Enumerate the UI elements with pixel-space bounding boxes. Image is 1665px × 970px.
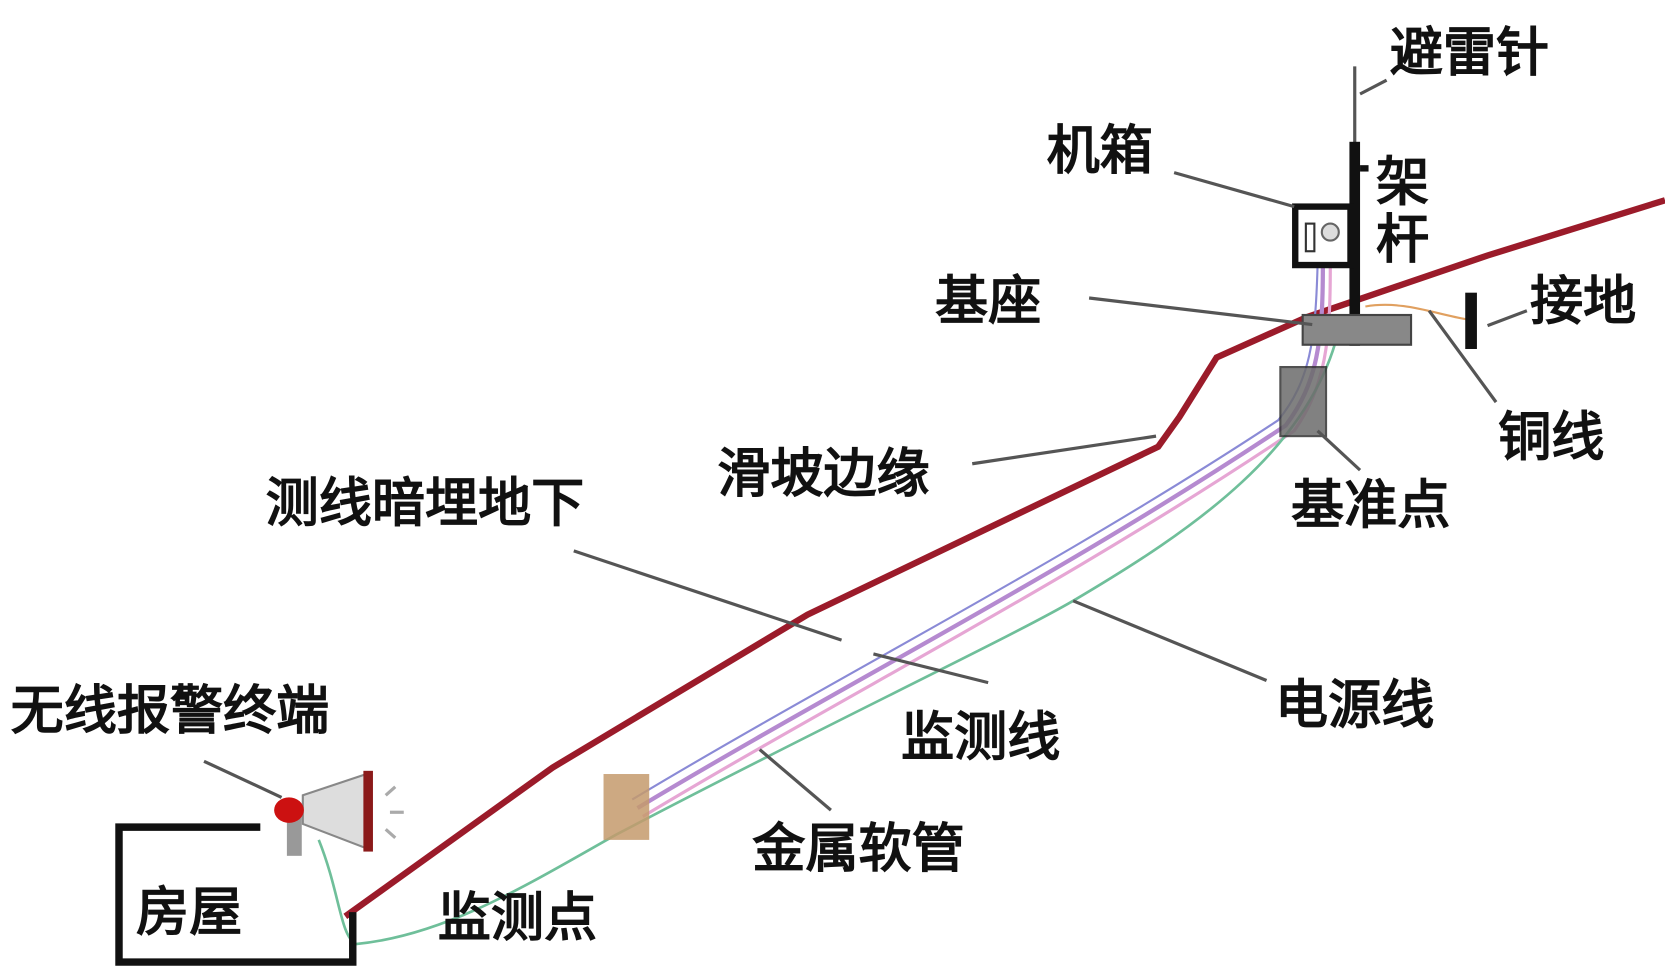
copper-wire	[1365, 303, 1467, 321]
leader-grounding	[1486, 309, 1528, 328]
label-grounding: 接地	[1530, 270, 1636, 332]
label-pole-1: 架	[1376, 151, 1429, 213]
house-outline	[115, 823, 357, 966]
leader-metal-hose	[758, 748, 832, 812]
label-power-line: 电源线	[1275, 674, 1434, 736]
leader-base	[1088, 296, 1313, 327]
label-monitoring-line: 监测线	[901, 706, 1060, 768]
label-base: 基座	[935, 270, 1041, 332]
grounding-rod	[1465, 292, 1477, 349]
leader-copper-wire	[1427, 309, 1498, 404]
label-cabinet: 机箱	[1047, 119, 1153, 181]
cabinet-sensor-icon	[1320, 222, 1340, 242]
label-metal-hose: 金属软管	[751, 817, 964, 879]
leader-landslide-edge	[971, 434, 1157, 466]
leader-cabinet	[1173, 171, 1295, 209]
monitoring-point-box	[603, 774, 650, 840]
pole	[1349, 141, 1361, 346]
label-buried-line: 测线暗埋地下	[266, 472, 585, 534]
leader-wireless-alarm	[203, 759, 283, 799]
monitoring-line-bundle-3	[631, 266, 1319, 801]
leader-power-line	[1072, 599, 1268, 682]
leader-buried-line	[573, 549, 843, 642]
label-wireless-alarm: 无线报警终端	[11, 679, 330, 741]
leader-reference-point	[1316, 429, 1362, 472]
label-monitoring-point: 监测点	[438, 887, 597, 949]
monitoring-line-bundle	[636, 266, 1325, 810]
reference-point-block	[1279, 365, 1328, 438]
megaphone-icon	[274, 770, 404, 856]
label-pole-2: 杆	[1376, 209, 1429, 271]
label-house: 房屋	[136, 881, 242, 943]
landslide-edge-line	[343, 197, 1665, 919]
monitoring-line-bundle-2	[642, 266, 1332, 818]
label-reference-point: 基准点	[1291, 474, 1450, 536]
pole-bracket	[1360, 165, 1369, 172]
base-block	[1301, 313, 1413, 346]
leader-monitoring-line	[873, 652, 989, 685]
label-copper-wire: 铜线	[1498, 406, 1604, 468]
leader-lightning-rod	[1359, 78, 1388, 96]
label-landslide-edge: 滑坡边缘	[717, 442, 929, 504]
cabinet-inner	[1304, 222, 1316, 253]
label-lightning-rod: 避雷针	[1390, 22, 1549, 84]
